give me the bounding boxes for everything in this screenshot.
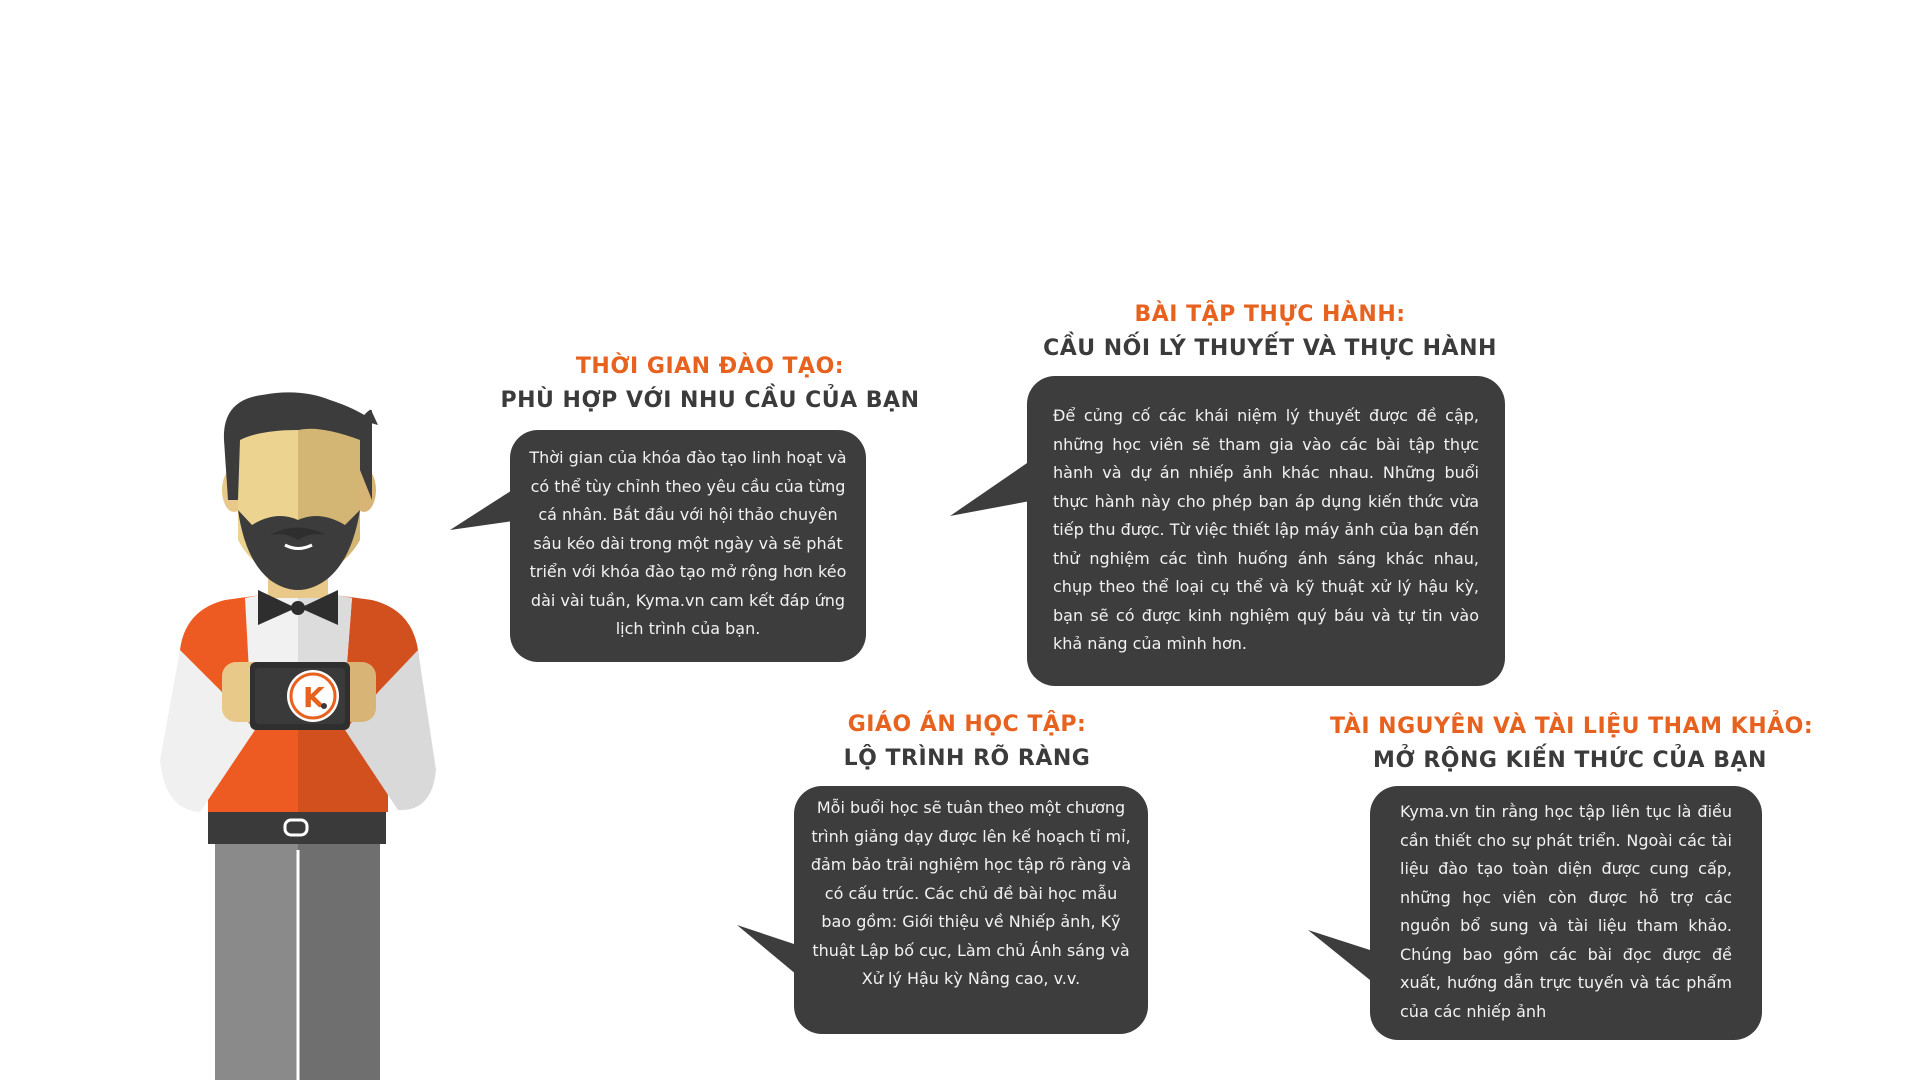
curriculum-subtitle: Lộ trình rõ ràng	[843, 746, 1091, 771]
bow-tie	[258, 590, 338, 625]
practice-heading: Bài tập thực hành: Cầu nối lý thuyết và …	[1030, 298, 1510, 366]
practice-bubble: Để củng cố các khái niệm lý thuyết được …	[1027, 376, 1505, 686]
resources-title: Tài nguyên và tài liệu tham khảo:	[1330, 714, 1814, 739]
training-time-bubble: Thời gian của khóa đào tạo linh hoạt và …	[510, 430, 866, 662]
training-time-body: Thời gian của khóa đào tạo linh hoạt và …	[529, 448, 847, 638]
resources-bubble: Kyma.vn tin rằng học tập liên tục là điề…	[1370, 786, 1762, 1040]
camera: K	[250, 662, 350, 730]
right-arm	[345, 650, 436, 811]
practice-body: Để củng cố các khái niệm lý thuyết được …	[1053, 406, 1479, 653]
left-leg	[215, 840, 299, 1080]
resources-bubble-tail	[1308, 930, 1370, 980]
resources-body: Kyma.vn tin rằng học tập liên tục là điề…	[1400, 802, 1732, 1021]
training-time-heading: Thời gian đào tạo: Phù hợp với nhu cầu c…	[490, 350, 930, 418]
mustache	[270, 527, 326, 540]
left-arm	[160, 650, 255, 812]
training-time-title: Thời gian đào tạo:	[575, 354, 845, 379]
belt-buckle	[283, 818, 309, 837]
training-time-subtitle: Phù hợp với nhu cầu của bạn	[500, 388, 920, 413]
curriculum-title: Giáo án học tập:	[847, 712, 1087, 737]
curriculum-heading: Giáo án học tập: Lộ trình rõ ràng	[767, 708, 1167, 776]
resources-subtitle: Mở rộng kiến thức của bạn	[1373, 748, 1767, 773]
hair	[223, 392, 372, 500]
resources-heading: Tài nguyên và tài liệu tham khảo: Mở rộn…	[1330, 710, 1814, 778]
camera-logo-letter: K	[303, 681, 326, 714]
belt	[208, 812, 386, 844]
curriculum-bubble: Mỗi buổi học sẽ tuân theo một chương trì…	[794, 786, 1148, 1034]
practice-title: Bài tập thực hành:	[1134, 302, 1406, 327]
right-leg	[298, 840, 380, 1080]
practice-bubble-tail	[950, 461, 1030, 516]
curriculum-body: Mỗi buổi học sẽ tuân theo một chương trì…	[810, 798, 1132, 988]
practice-subtitle: Cầu nối lý thuyết và thực hành	[1043, 336, 1497, 361]
curriculum-bubble-tail	[737, 925, 797, 975]
mouth	[284, 543, 313, 550]
training-time-bubble-tail	[450, 485, 520, 530]
